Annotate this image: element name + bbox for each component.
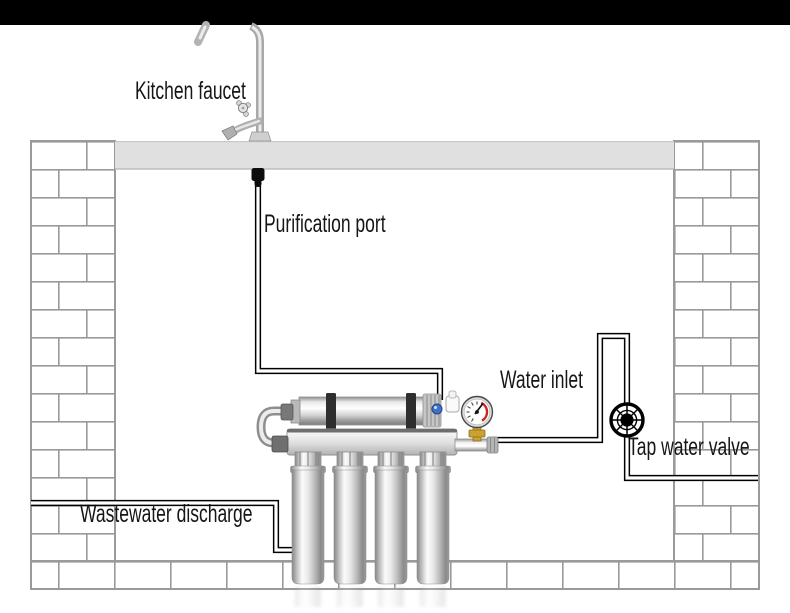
- filter-cartridge: [290, 451, 326, 585]
- pipe-lines: [31, 178, 758, 554]
- wastewater-discharge-label: Wastewater discharge: [80, 500, 253, 528]
- pressure-gauge-icon: [460, 395, 494, 442]
- top-black-bar: [0, 0, 790, 25]
- inlet-chrome-pipe: [454, 436, 499, 454]
- countertop: [115, 141, 674, 170]
- filter-cartridge: [373, 451, 409, 585]
- filter-tank: [280, 390, 460, 432]
- kitchen-faucet-icon: [194, 21, 272, 142]
- filter-cartridges: [290, 451, 451, 585]
- filter-cartridge: [415, 451, 451, 585]
- kitchen-faucet-label: Kitchen faucet: [135, 77, 246, 105]
- wastewater-pipe-icon: [31, 499, 294, 554]
- cartridge-reflections: [295, 587, 446, 607]
- water-filter-system-icon: [256, 390, 499, 607]
- purification-port-label: Purification port: [264, 210, 386, 238]
- brick-wall-left: [30, 140, 116, 590]
- filter-cartridge: [332, 451, 368, 585]
- purification-port-fitting-icon: [251, 168, 265, 187]
- purification-pipe-icon: [254, 178, 444, 400]
- tap-water-valve-label: Tap water valve: [628, 433, 750, 461]
- tap-water-valve-icon: [609, 402, 645, 438]
- water-inlet-label: Water inlet: [500, 366, 583, 394]
- manifold: [271, 428, 458, 456]
- brick-wall-right: [673, 140, 760, 590]
- water-inlet-pipe-icon: [492, 332, 758, 482]
- u-pipe: [256, 406, 300, 448]
